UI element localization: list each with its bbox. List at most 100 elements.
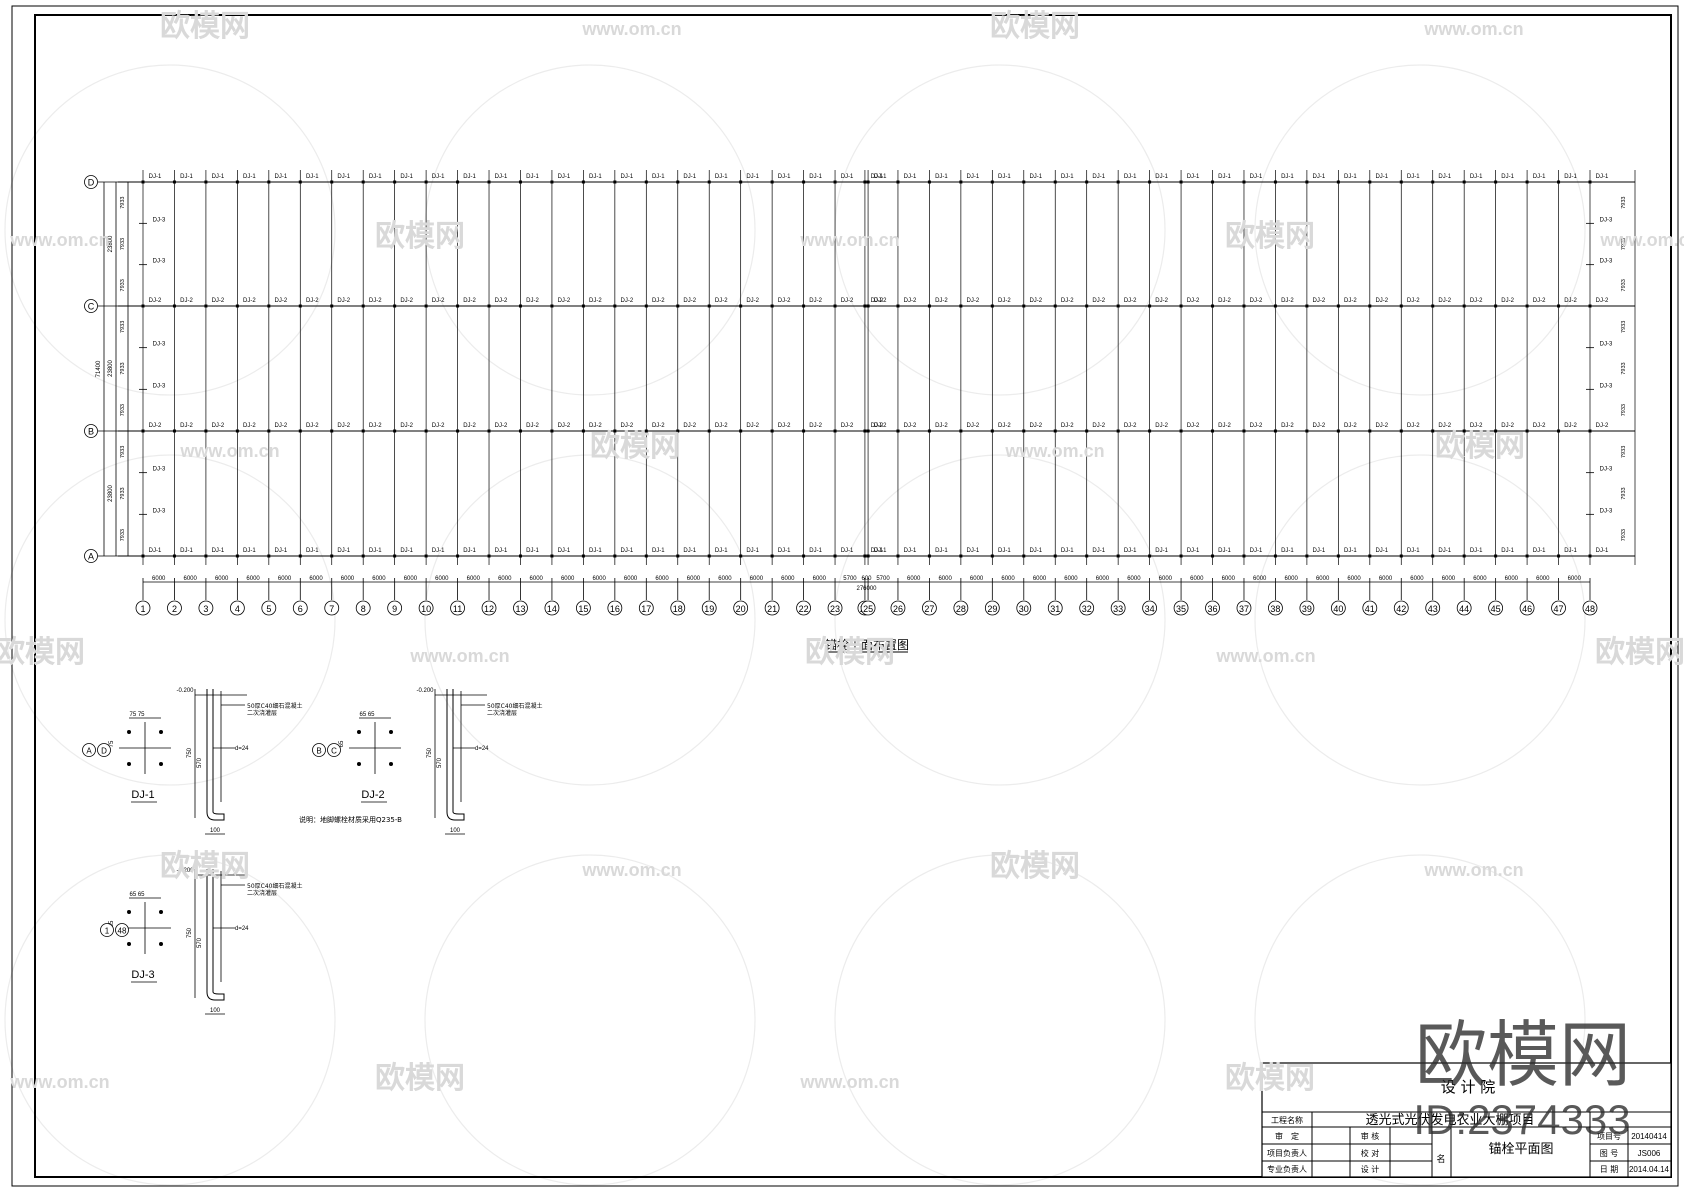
anchor-tag-end: DJ-3	[1600, 342, 1613, 348]
material-note: 说明：地脚螺栓材质采用Q235-B	[299, 815, 402, 824]
anchor-point	[1557, 304, 1561, 308]
column-axis-bubble	[1268, 600, 1283, 616]
anchor-tag: DJ-1	[463, 548, 476, 554]
title-block: 设 计 院 工程名称 透光式光伏发电农业大棚项目 审 定 项目负责人 专业负责人…	[1261, 1062, 1672, 1178]
anchor-tag-end: DJ-3	[1600, 383, 1613, 389]
column-axis-label: 44	[1459, 604, 1469, 614]
anchor-tag: DJ-1	[180, 548, 193, 554]
anchor-tag: DJ-2	[400, 423, 413, 429]
anchor-point	[1242, 429, 1246, 433]
anchor-point	[550, 554, 554, 558]
anchor-point	[456, 554, 460, 558]
detail-depth: 750	[187, 927, 193, 938]
detail-diameter: d=24	[235, 746, 249, 752]
detail-spacing-text: 65	[109, 920, 115, 927]
row-axis-bubble	[84, 299, 98, 313]
watermark-arc	[1254, 854, 1586, 1186]
anchor-tag: DJ-2	[337, 423, 350, 429]
anchor-point	[1211, 554, 1215, 558]
anchor-point	[172, 554, 176, 558]
anchor-tag: DJ-1	[1029, 548, 1042, 554]
dim-bay-text: 600	[861, 576, 872, 582]
watermark-arc	[424, 64, 756, 396]
anchor-point	[770, 304, 774, 308]
column-axis-label: 3	[203, 604, 208, 614]
dim-bay-text: 6000	[1410, 576, 1424, 582]
anchor-point	[330, 554, 334, 558]
anchor-tag: DJ-2	[589, 298, 602, 304]
column-axis-bubble	[1456, 600, 1472, 616]
mid-label-0: 审 核	[1361, 1131, 1380, 1141]
anchor-point	[1085, 304, 1089, 308]
anchor-tag: DJ-2	[1438, 298, 1451, 304]
anchor-tag: DJ-2	[778, 423, 791, 429]
dim-bay-big-text: 23800	[108, 235, 114, 252]
anchor-tag: DJ-1	[841, 174, 854, 180]
left-label-0: 审 定	[1275, 1131, 1299, 1141]
detail-elevation: -0.200	[176, 688, 194, 694]
dim-bay-text: 6000	[215, 576, 229, 582]
anchor-tag: DJ-1	[809, 174, 822, 180]
dim-bay-big-text: 23800	[108, 484, 114, 501]
anchor-tag: DJ-1	[1281, 548, 1294, 554]
anchor-point	[739, 304, 743, 308]
anchor-point	[456, 429, 460, 433]
anchor-point	[487, 429, 491, 433]
anchor-point	[235, 304, 239, 308]
column-axis-bubble	[575, 600, 591, 616]
anchor-point	[1211, 180, 1215, 184]
anchor-tag: DJ-1	[683, 548, 696, 554]
anchor-tag: DJ-2	[746, 423, 759, 429]
anchor-point	[1179, 429, 1183, 433]
anchor-tag: DJ-1	[1533, 174, 1546, 180]
anchor-tag: DJ-1	[998, 548, 1011, 554]
anchor-tag: DJ-1	[935, 174, 948, 180]
anchor-point	[393, 304, 397, 308]
detail-diameter: d=24	[235, 926, 249, 932]
anchor-tag: DJ-2	[369, 423, 382, 429]
detail-elevation: -0.200	[176, 868, 194, 874]
bolt-hole	[357, 730, 361, 734]
dim-bay-sub-text: 7933	[1621, 529, 1627, 541]
anchor-point	[1148, 554, 1152, 558]
column-axis-label: 38	[1270, 604, 1280, 614]
anchor-tag: DJ-2	[369, 298, 382, 304]
anchor-tag-end: DJ-3	[153, 342, 166, 348]
inner-border	[34, 14, 1672, 1178]
detail-diameter: d=24	[475, 746, 489, 752]
institute-name: 设 计 院	[1441, 1078, 1496, 1096]
column-axis-label: 46	[1522, 604, 1532, 614]
dim-bay-text: 6000	[1316, 576, 1330, 582]
anchor-tag: DJ-1	[1407, 174, 1420, 180]
anchor-tag-end: DJ-3	[153, 508, 166, 514]
anchor-point	[1148, 429, 1152, 433]
dim-bay-text: 5700	[876, 576, 890, 582]
anchor-tag: DJ-2	[306, 298, 319, 304]
dim-bay-text: 6000	[1127, 576, 1141, 582]
anchor-point	[990, 180, 994, 184]
detail-note-1: 50厚C40细石混凝土	[247, 882, 302, 890]
anchor-tag: DJ-1	[1564, 548, 1577, 554]
anchor-point	[990, 304, 994, 308]
column-axis-bubble	[1330, 600, 1346, 616]
detail-axis-label: A	[86, 747, 92, 756]
anchor-point	[1399, 304, 1403, 308]
column-axis-label: 28	[956, 604, 966, 614]
anchor-tag: DJ-2	[1533, 298, 1546, 304]
anchor-point	[1148, 180, 1152, 184]
column-axis-label: 14	[547, 604, 557, 614]
anchor-tag: DJ-1	[652, 174, 665, 180]
column-axis-label: 8	[361, 604, 366, 614]
anchor-tag: DJ-1	[589, 548, 602, 554]
column-axis-bubble	[1551, 600, 1566, 616]
anchor-point	[990, 554, 994, 558]
right-label-1: 图 号	[1600, 1149, 1619, 1158]
anchor-tag: DJ-1	[1407, 548, 1420, 554]
dim-bay-text: 5700	[843, 576, 857, 582]
anchor-tag: DJ-1	[1092, 174, 1105, 180]
anchor-tag: DJ-2	[432, 298, 445, 304]
column-axis-label: 5	[266, 604, 271, 614]
anchor-point	[267, 304, 271, 308]
